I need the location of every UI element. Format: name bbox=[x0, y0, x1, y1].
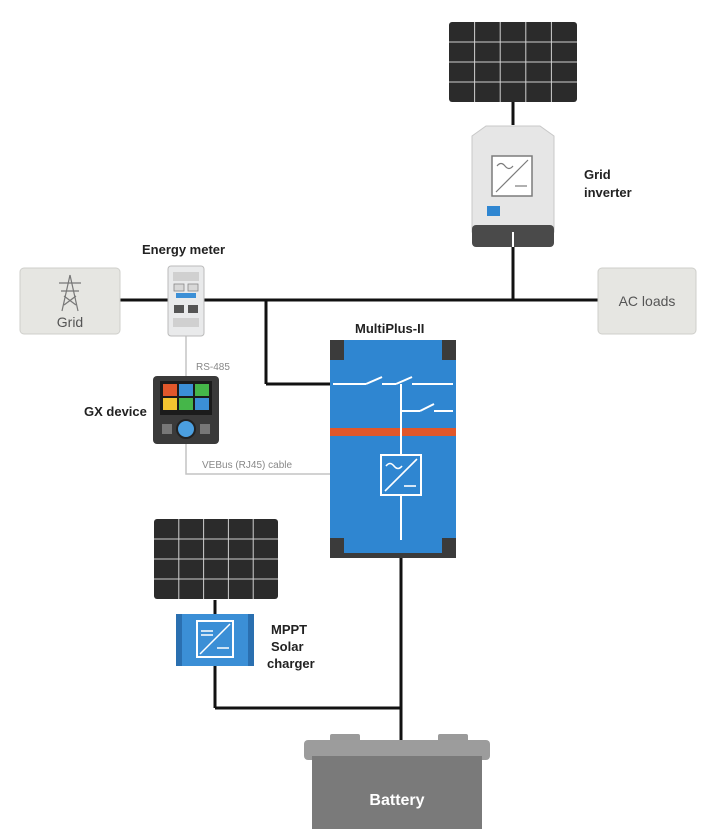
grid-box bbox=[19, 267, 121, 335]
grid-inverter-label-line1: Grid bbox=[584, 167, 611, 182]
grid-inverter bbox=[471, 125, 555, 247]
gx-device-label: GX device bbox=[84, 404, 147, 419]
dc-wiring bbox=[213, 556, 403, 740]
mppt-label-line1: MPPT bbox=[271, 622, 308, 637]
ac-loads-label: AC loads bbox=[618, 293, 676, 309]
multiplus-label: MultiPlus-II bbox=[355, 321, 425, 336]
grid-label: Grid bbox=[56, 314, 84, 330]
rs485-label: RS-485 bbox=[196, 362, 230, 373]
multiplus-inverter bbox=[330, 340, 456, 558]
vebus-cable-label: VEBus (RJ45) cable bbox=[202, 460, 293, 471]
battery bbox=[304, 734, 490, 829]
solar-panel-icon bbox=[449, 22, 577, 102]
battery-label: Battery bbox=[369, 792, 425, 809]
ac-loads-box bbox=[597, 267, 697, 335]
gx-device bbox=[153, 376, 219, 444]
energy-meter-label: Energy meter bbox=[142, 242, 226, 257]
solar-panel-icon bbox=[154, 519, 278, 599]
comm-cables bbox=[185, 335, 333, 475]
grid-inverter-label-line2: inverter bbox=[584, 185, 632, 200]
energy-meter bbox=[167, 265, 205, 337]
inverter-display bbox=[487, 206, 500, 216]
mppt-label-line3: charger bbox=[267, 656, 315, 671]
mppt-label-line2: Solar bbox=[271, 639, 304, 654]
pylon-icon bbox=[59, 274, 81, 312]
mppt-solar-charger bbox=[176, 614, 254, 666]
